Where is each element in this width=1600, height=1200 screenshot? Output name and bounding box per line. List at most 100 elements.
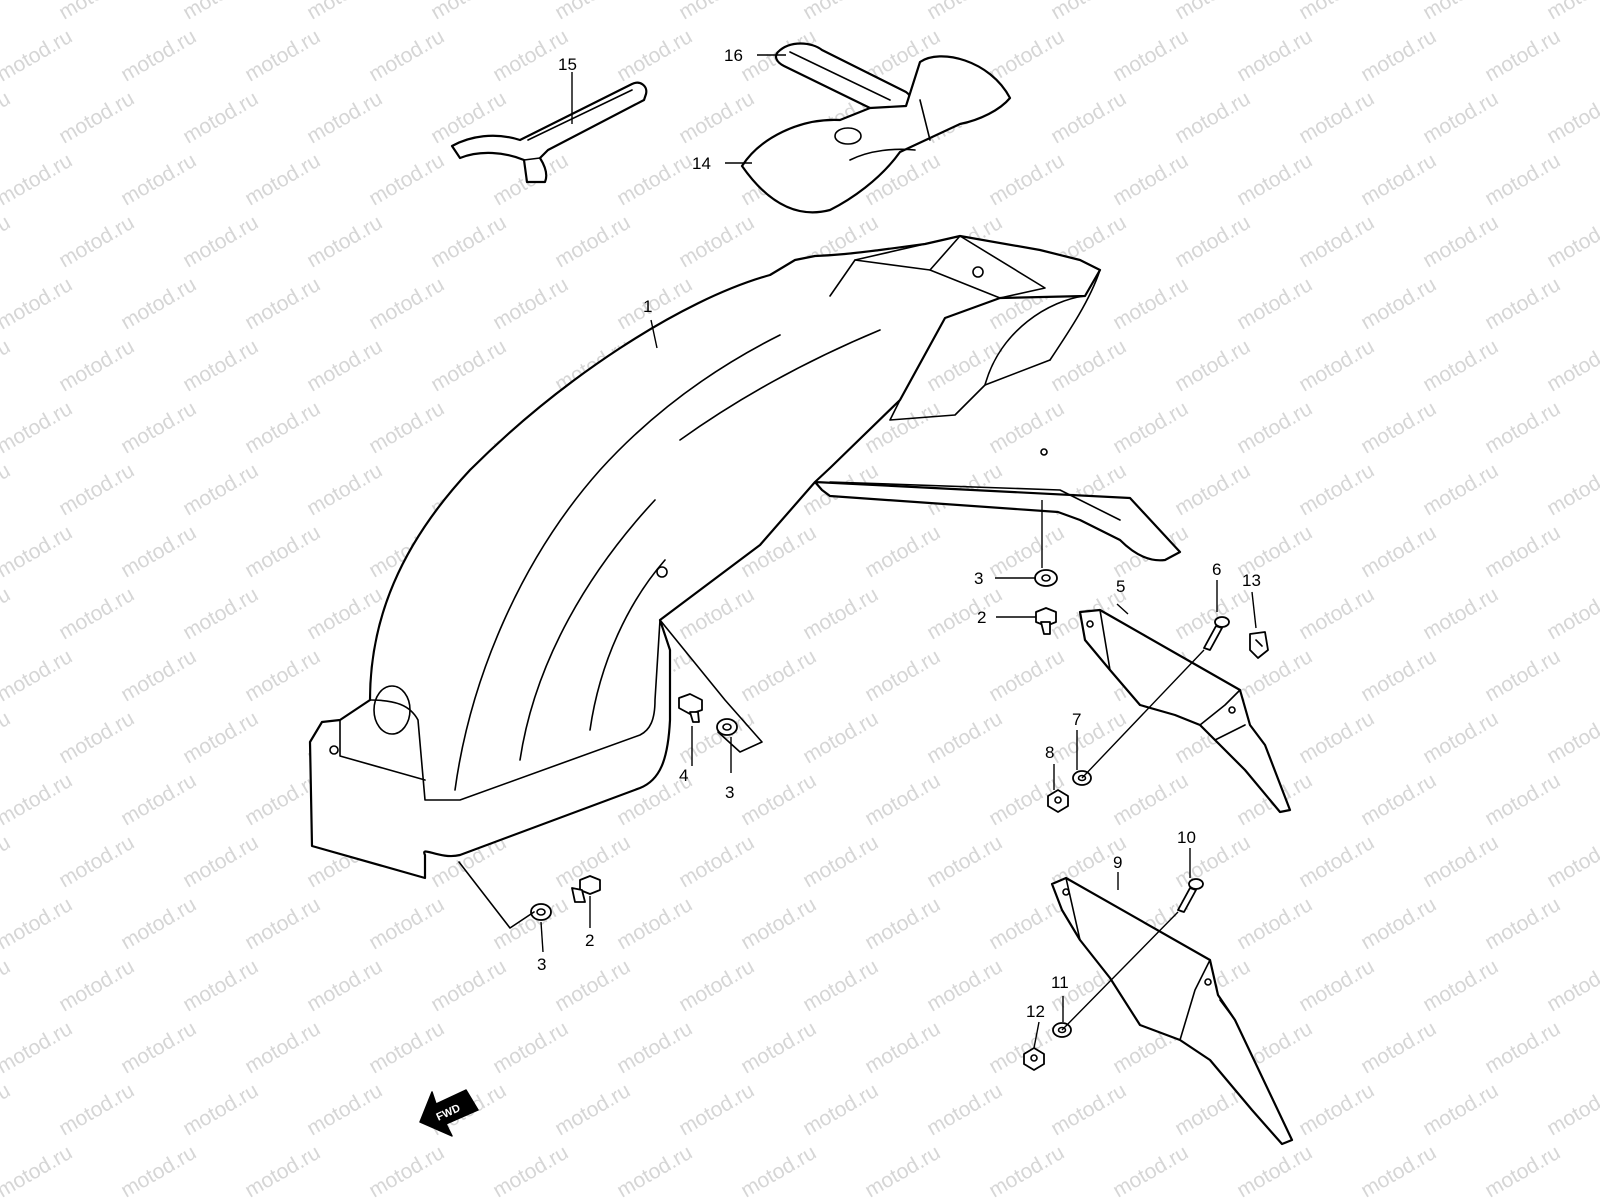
watermark-text: motod.ru — [1233, 893, 1316, 954]
callout-13: 13 — [1242, 571, 1261, 590]
watermark-text: motod.ru — [0, 149, 76, 210]
watermark-text: motod.ru — [1357, 273, 1440, 334]
watermark-text: motod.ru — [1419, 1079, 1502, 1140]
watermark-text: motod.ru — [55, 831, 138, 892]
watermark-text: motod.ru — [55, 0, 138, 24]
part-15-stay[interactable] — [450, 81, 648, 184]
watermark-text: motod.ru — [985, 397, 1068, 458]
part-5-mud-guard-upper[interactable] — [1078, 608, 1292, 814]
watermark-text: motod.ru — [179, 335, 262, 396]
watermark-text: motod.ru — [1419, 87, 1502, 148]
watermark-text: motod.ru — [923, 583, 1006, 644]
watermark-text: motod.ru — [1481, 769, 1564, 830]
watermark-text: motod.ru — [179, 707, 262, 768]
part-12-nut[interactable] — [1023, 1047, 1045, 1071]
watermark-text: motod.ru — [55, 955, 138, 1016]
watermark-text: motod.ru — [0, 335, 14, 396]
part-14-cover[interactable] — [740, 55, 1012, 214]
watermark-text: motod.ru — [241, 645, 324, 706]
callout-leaders — [540, 54, 1257, 1049]
watermark-text: motod.ru — [861, 1017, 944, 1078]
watermark-text: motod.ru — [1481, 25, 1564, 86]
watermark-text: motod.ru — [0, 521, 76, 582]
part-10-screw[interactable] — [1177, 878, 1204, 913]
watermark-text: motod.ru — [1357, 893, 1440, 954]
part-8-nut[interactable] — [1047, 789, 1069, 813]
callout-10: 10 — [1177, 828, 1196, 847]
part-2-bolt-lower[interactable] — [571, 875, 601, 903]
watermark-text: motod.ru — [1357, 769, 1440, 830]
part-4-bolt[interactable] — [678, 693, 703, 723]
part-3-washer-middle[interactable] — [716, 718, 738, 736]
watermark-text: motod.ru — [1419, 0, 1502, 24]
watermark-text: motod.ru — [1357, 1017, 1440, 1078]
part-3-washer-lower[interactable] — [530, 903, 552, 921]
part-9-mud-guard-lower[interactable] — [1050, 876, 1294, 1146]
watermark-text: motod.ru — [737, 769, 820, 830]
watermark-text: motod.ru — [55, 335, 138, 396]
callout-9: 9 — [1113, 853, 1122, 872]
watermark-text: motod.ru — [1481, 645, 1564, 706]
callout-2-right: 2 — [977, 608, 986, 627]
watermark-text: motod.ru — [1171, 459, 1254, 520]
watermark-text: motod.ru — [117, 645, 200, 706]
watermark-text: motod.ru — [489, 273, 572, 334]
watermark-text: motod.ru — [737, 645, 820, 706]
callout-16: 16 — [724, 46, 743, 65]
watermark-text: motod.ru — [241, 25, 324, 86]
watermark-text: motod.ru — [551, 211, 634, 272]
watermark-text: motod.ru — [303, 0, 386, 24]
watermark-text: motod.ru — [675, 707, 758, 768]
watermark-text: motod.ru — [1543, 87, 1600, 148]
watermark-text: motod.ru — [55, 459, 138, 520]
callout-12: 12 — [1026, 1002, 1045, 1021]
part-2-bolt-right[interactable] — [1035, 607, 1057, 635]
watermark-text: motod.ru — [303, 459, 386, 520]
watermark-text: motod.ru — [923, 335, 1006, 396]
watermark-text: motod.ru — [117, 769, 200, 830]
callout-3-middle: 3 — [725, 783, 734, 802]
watermark-text: motod.ru — [1357, 521, 1440, 582]
watermark-text: motod.ru — [1295, 831, 1378, 892]
watermark-text: motod.ru — [365, 397, 448, 458]
watermark-text: motod.ru — [1047, 707, 1130, 768]
part-13-clip[interactable] — [1249, 631, 1269, 659]
watermark-text: motod.ru — [1481, 397, 1564, 458]
watermark-text: motod.ru — [489, 893, 572, 954]
watermark-text: motod.ru — [1419, 211, 1502, 272]
watermark-text: motod.ru — [799, 955, 882, 1016]
watermark-text: motod.ru — [1481, 149, 1564, 210]
watermark-text: motod.ru — [923, 707, 1006, 768]
watermark-text: motod.ru — [1543, 0, 1600, 24]
part-3-washer-right[interactable] — [1034, 569, 1058, 587]
watermark-text: motod.ru — [427, 335, 510, 396]
watermark-text: motod.ru — [1481, 893, 1564, 954]
watermark-text: motod.ru — [1419, 955, 1502, 1016]
watermark-text: motod.ru — [1543, 459, 1600, 520]
watermark-text: motod.ru — [737, 893, 820, 954]
watermark-text: motod.ru — [1171, 211, 1254, 272]
watermark-text: motod.ru — [675, 211, 758, 272]
watermark-text: motod.ru — [365, 1017, 448, 1078]
callout-15: 15 — [558, 55, 577, 74]
watermark-text: motod.ru — [0, 707, 14, 768]
watermark-text: motod.ru — [0, 397, 76, 458]
watermark-text: motod.ru — [1419, 707, 1502, 768]
watermark-text: motod.ru — [923, 1079, 1006, 1140]
watermark-text: motod.ru — [1357, 25, 1440, 86]
callout-3-lower: 3 — [537, 955, 546, 974]
watermark-text: motod.ru — [0, 87, 14, 148]
watermark-text: motod.ru — [861, 769, 944, 830]
part-6-screw[interactable] — [1203, 616, 1230, 651]
watermark-text: motod.ru — [55, 87, 138, 148]
watermark-text: motod.ru — [1295, 707, 1378, 768]
watermark-text: motod.ru — [117, 1141, 200, 1200]
watermark-text: motod.ru — [489, 1017, 572, 1078]
watermark-text: motod.ru — [675, 0, 758, 24]
part-1-rear-fender[interactable] — [308, 234, 1182, 880]
watermark-text: motod.ru — [675, 1079, 758, 1140]
callout-1: 1 — [643, 297, 652, 316]
watermark-text: motod.ru — [1295, 955, 1378, 1016]
watermark-text: motod.ru — [1543, 211, 1600, 272]
